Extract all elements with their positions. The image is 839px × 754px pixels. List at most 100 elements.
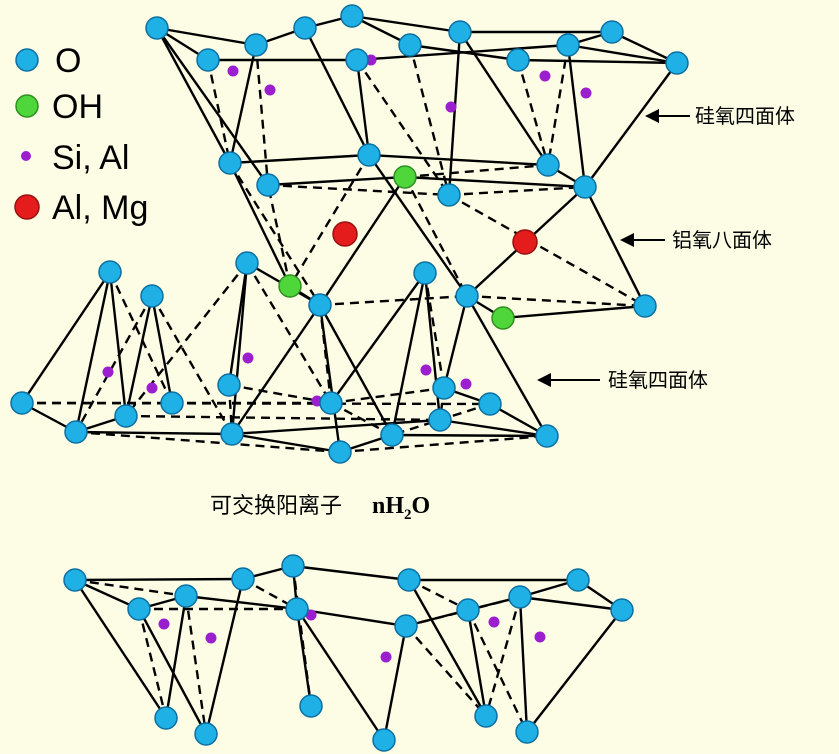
- oxygen-atom: [220, 422, 244, 446]
- formula-sub: 2: [404, 507, 412, 523]
- silicon-atom: [539, 70, 551, 82]
- bond-line-dashed: [254, 44, 270, 186]
- oxygen-atom: [556, 33, 580, 57]
- aluminum-atom: [512, 229, 538, 255]
- bond-line: [231, 304, 321, 435]
- oxygen-atom: [114, 404, 138, 428]
- oxygen-atom: [506, 48, 530, 72]
- bond-line: [517, 58, 678, 65]
- dashed-bonds: [21, 44, 646, 735]
- bond-line: [292, 564, 410, 582]
- oxygen-atom: [285, 597, 309, 621]
- bond-line-dashed: [267, 183, 450, 197]
- oxygen-atom: [633, 294, 657, 318]
- oxygen-atom: [428, 408, 452, 432]
- oxygen-atom: [397, 568, 421, 592]
- bond-line: [391, 433, 548, 438]
- silicon-atom: [534, 631, 546, 643]
- hydroxyl-legend-icon: [15, 94, 39, 118]
- oxygen-atom: [196, 48, 220, 72]
- middle-arrow-head-icon: [620, 233, 634, 247]
- top-layer-label: 硅氧四面体: [695, 104, 795, 128]
- bond-line: [303, 27, 371, 156]
- top-tetrahedral-annotation: 硅氧四面体: [645, 104, 795, 128]
- oxygen-atom: [610, 598, 634, 622]
- bond-line-dashed: [184, 595, 208, 735]
- oxygen-atom: [308, 293, 332, 317]
- bond-line-dashed: [245, 262, 333, 404]
- bond-line: [204, 578, 245, 735]
- bond-line-dashed: [330, 386, 445, 405]
- bond-line: [355, 59, 371, 156]
- bond-line-dashed: [339, 434, 548, 454]
- bond-line: [156, 27, 269, 186]
- silicon-atom: [460, 378, 472, 390]
- bond-line: [75, 430, 233, 436]
- silicon-atom: [488, 616, 500, 628]
- silicon-atom: [380, 651, 392, 663]
- interlayer-label: 可交换阳离子 nH2O: [210, 493, 430, 523]
- bond-line-dashed: [405, 625, 487, 717]
- bond-line: [318, 304, 394, 436]
- bond-line-dashed: [423, 272, 446, 389]
- bond-line-dashed: [448, 193, 646, 308]
- oxygen-atom: [64, 420, 88, 444]
- bond-line: [584, 62, 678, 188]
- bottom-arrow-head-icon: [537, 373, 551, 387]
- bottom-tetrahedral-annotation: 硅氧四面体: [537, 368, 708, 392]
- bond-line-dashed: [408, 578, 469, 612]
- bond-line: [466, 609, 488, 717]
- bond-line-dashed: [266, 184, 292, 287]
- oxygen-atom: [437, 183, 461, 207]
- oxygen-atom: [372, 728, 396, 752]
- bond-line-dashed: [330, 401, 393, 437]
- bond-line: [368, 153, 549, 167]
- bond-line: [526, 609, 623, 733]
- oxygen-atom: [380, 423, 404, 447]
- bond-line: [465, 295, 549, 437]
- interlayer-formula: nH2O: [372, 493, 430, 523]
- bond-line: [356, 43, 569, 62]
- bottom-layer-label: 硅氧四面体: [608, 368, 708, 392]
- legend-label-al-mg: Al, Mg: [52, 189, 148, 227]
- bond-line: [519, 595, 623, 612]
- oxygen-atom: [140, 284, 164, 308]
- bond-line-dashed: [466, 294, 646, 308]
- bond-line-dashed: [75, 430, 341, 454]
- aluminum-legend-icon: [14, 194, 40, 220]
- oxygen-atom: [448, 20, 472, 44]
- legend-item-oh: OH: [15, 88, 103, 126]
- bond-line: [73, 579, 168, 719]
- oxygen-atom: [127, 597, 151, 621]
- bond-line: [447, 31, 462, 196]
- aluminum-atom: [332, 221, 358, 247]
- oxygen-atom: [98, 260, 122, 284]
- bond-line: [227, 262, 249, 386]
- oxygen-atom: [535, 424, 559, 448]
- bond-line: [164, 595, 188, 719]
- oxygen-atom: [536, 153, 560, 177]
- bond-line: [611, 30, 678, 65]
- oxygen-atom: [174, 584, 198, 608]
- bond-line-dashed: [108, 271, 174, 404]
- oxygen-atom: [398, 33, 422, 57]
- bond-line-dashed: [408, 44, 451, 196]
- bond-line-dashed: [466, 609, 529, 733]
- bond-line: [351, 14, 461, 34]
- bond-line-dashed: [125, 414, 441, 422]
- bond-line: [108, 271, 128, 417]
- silicon-atom: [445, 101, 457, 113]
- bond-line-dashed: [21, 401, 491, 406]
- bond-line-dashed: [403, 176, 469, 297]
- bond-line: [228, 162, 292, 287]
- oxygen-atom: [293, 16, 317, 40]
- bond-line-dashed: [405, 595, 521, 628]
- bond-line: [566, 44, 587, 188]
- bond-line: [231, 432, 341, 454]
- bond-line: [458, 31, 550, 166]
- bond-line: [156, 26, 257, 47]
- silicon-legend-icon: [21, 151, 31, 161]
- oxygen-atom: [154, 706, 178, 730]
- bond-line: [296, 608, 385, 741]
